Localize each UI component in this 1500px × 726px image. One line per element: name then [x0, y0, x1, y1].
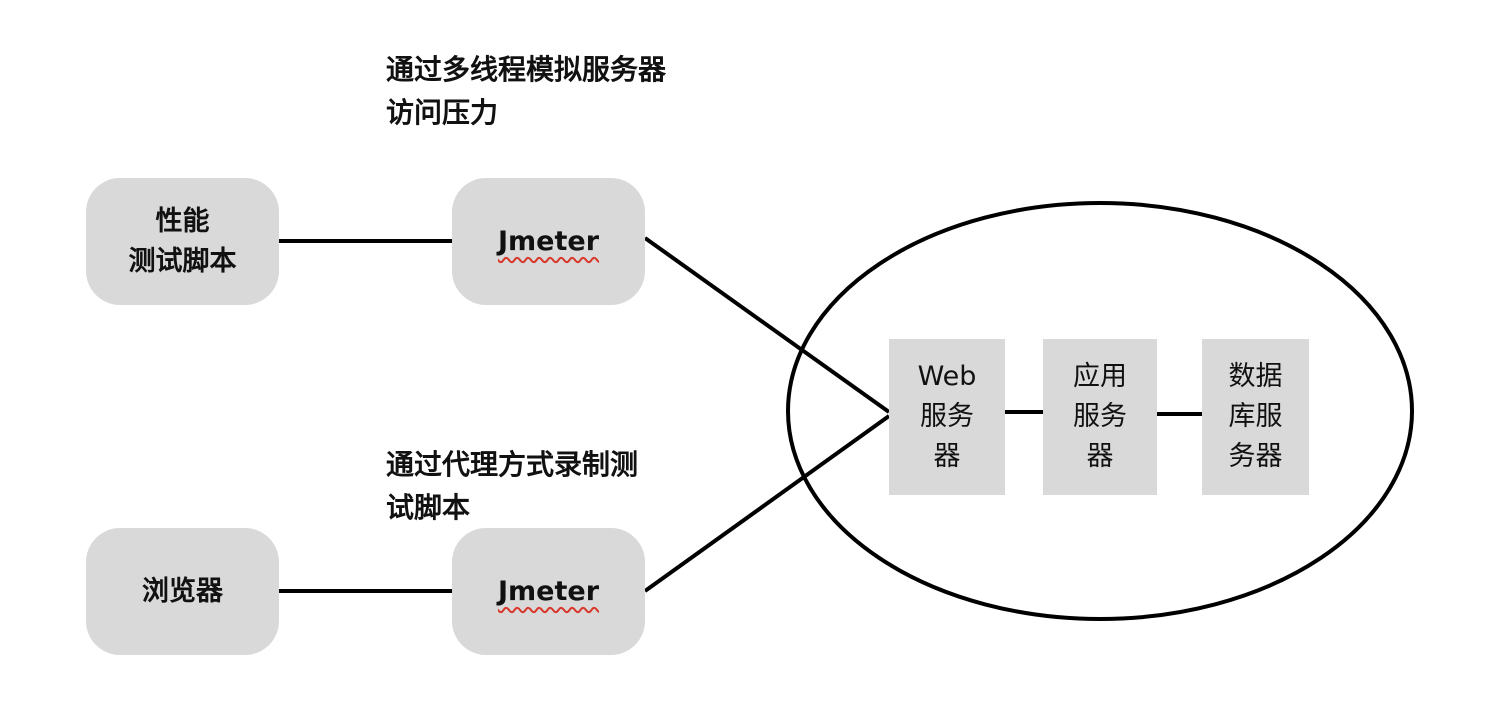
note-proxy-recording: 通过代理方式录制测 试脚本	[386, 448, 639, 524]
note-multithread-load: 通过多线程模拟服务器 访问压力	[386, 53, 667, 129]
connector-jmeter-bottom-to-web-server	[643, 414, 891, 593]
web-server-box: Web 服务 器	[889, 339, 1005, 495]
perf-test-script-label: 性能 测试脚本	[128, 205, 237, 277]
perf-test-script-box: 性能 测试脚本	[86, 178, 279, 305]
connector-jmeter-top-to-web-server	[643, 236, 891, 414]
db-server-label: 数据 库服 务器	[1228, 361, 1283, 472]
app-server-label: 应用 服务 器	[1073, 361, 1127, 472]
browser-box: 浏览器	[86, 528, 279, 655]
jmeter-bottom-box: Jmeter	[452, 528, 645, 655]
jmeter-bottom-label: Jmeter	[497, 575, 600, 607]
app-server-box: 应用 服务 器	[1043, 339, 1157, 495]
web-server-label: Web 服务 器	[917, 361, 977, 472]
jmeter-top-label: Jmeter	[497, 225, 600, 257]
db-server-box: 数据 库服 务器	[1202, 339, 1309, 495]
jmeter-top-box: Jmeter	[452, 178, 645, 305]
server-cluster-ellipse	[786, 201, 1414, 621]
browser-label: 浏览器	[142, 575, 223, 607]
